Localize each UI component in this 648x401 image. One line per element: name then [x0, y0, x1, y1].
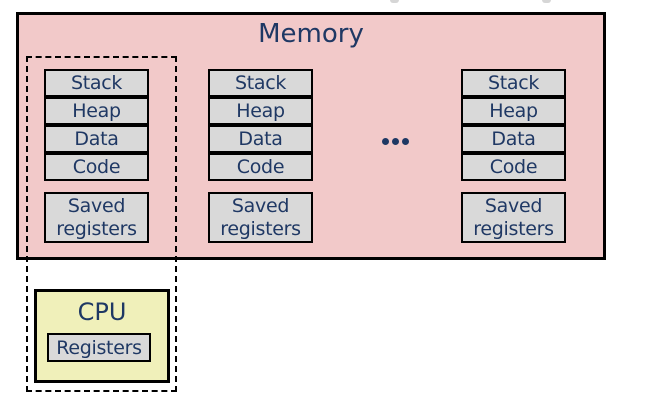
cpu-title: CPU: [77, 298, 127, 326]
heap-segment: Heap: [461, 97, 566, 125]
heap-segment: Heap: [208, 97, 313, 125]
process-context-1: Stack Heap Data Code Saved registers: [44, 69, 149, 243]
ellipsis-dots: [382, 138, 409, 145]
cpu-registers-box: Registers: [47, 333, 151, 362]
memory-title: Memory: [258, 19, 364, 49]
ellipsis-dot: [382, 138, 389, 145]
code-segment: Code: [461, 153, 566, 181]
cropped-text-artifact-left: [390, 0, 399, 3]
process-context-2: Stack Heap Data Code Saved registers: [208, 69, 313, 243]
saved-registers-box: Saved registers: [44, 192, 149, 243]
data-segment: Data: [208, 125, 313, 153]
saved-registers-box: Saved registers: [208, 192, 313, 243]
code-segment: Code: [44, 153, 149, 181]
data-segment: Data: [461, 125, 566, 153]
cropped-text-artifact-right: [542, 0, 551, 3]
code-segment: Code: [208, 153, 313, 181]
data-segment: Data: [44, 125, 149, 153]
ellipsis-dot: [402, 138, 409, 145]
ellipsis-dot: [392, 138, 399, 145]
process-context-n: Stack Heap Data Code Saved registers: [461, 69, 566, 243]
stack-segment: Stack: [461, 69, 566, 97]
stack-segment: Stack: [208, 69, 313, 97]
heap-segment: Heap: [44, 97, 149, 125]
current-process-boundary: [26, 56, 177, 392]
saved-registers-box: Saved registers: [461, 192, 566, 243]
stack-segment: Stack: [44, 69, 149, 97]
